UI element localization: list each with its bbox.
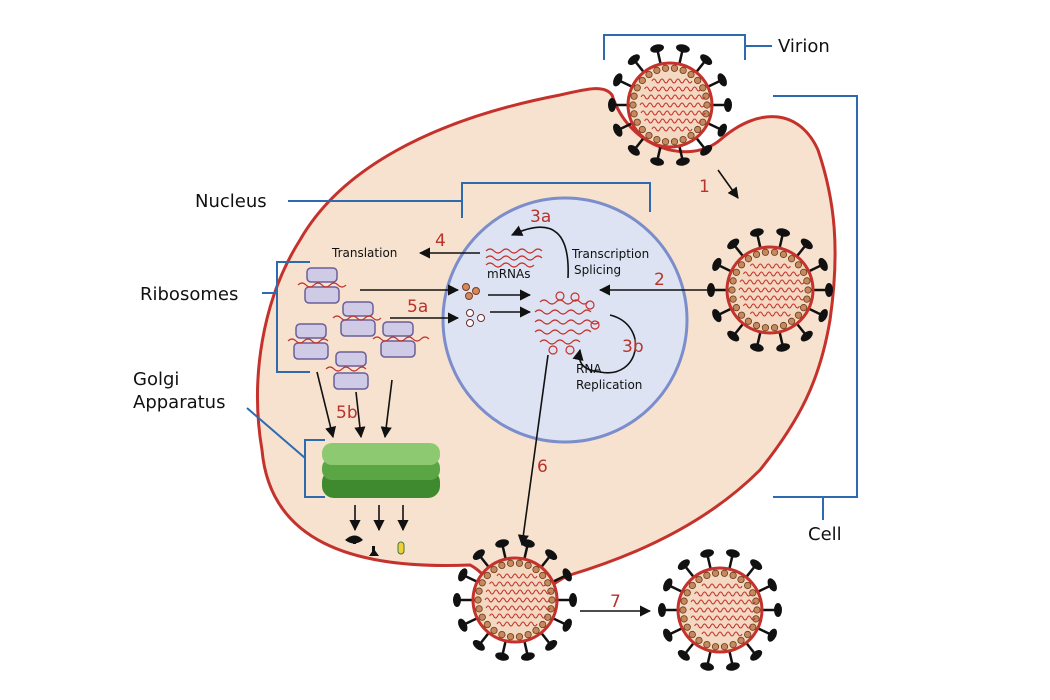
mrnas-label: mRNAs <box>487 267 530 281</box>
ribosomes-label: Ribosomes <box>140 284 238 305</box>
step-5a: 5a <box>407 297 428 317</box>
ribosomes <box>293 267 416 390</box>
pathway-arrows <box>316 169 739 617</box>
translation-label: Translation <box>331 246 397 260</box>
virions <box>453 44 833 671</box>
step-3a: 3a <box>530 207 551 227</box>
ribosomes-bracket <box>262 261 310 373</box>
virion-label: Virion <box>778 36 830 57</box>
step-1: 1 <box>699 177 710 197</box>
viral-proteins <box>462 283 485 327</box>
nucleus-label: Nucleus <box>195 191 267 212</box>
golgi-apparatus <box>322 443 440 498</box>
rna-label: RNA <box>576 362 602 376</box>
mrnas <box>485 248 543 268</box>
step-6: 6 <box>537 457 548 477</box>
nucleus-bracket <box>288 182 651 218</box>
virion-entering <box>608 44 732 166</box>
step-2: 2 <box>654 270 665 290</box>
golgi-label-line2: Apparatus <box>133 392 225 413</box>
step-4: 4 <box>435 231 446 251</box>
virion-endosome <box>707 228 833 352</box>
virion-budding <box>453 539 577 661</box>
virion-bracket <box>603 34 772 60</box>
step-3b: 3b <box>622 337 644 357</box>
cell-label: Cell <box>808 524 842 545</box>
ribosome-mrna-strands <box>287 282 430 372</box>
golgi-label-line1: Golgi <box>133 369 179 390</box>
rna-cluster <box>534 291 600 355</box>
nucleus <box>441 196 689 444</box>
golgi-bracket <box>246 407 325 498</box>
step-7: 7 <box>610 592 621 612</box>
membrane-proteins <box>345 535 405 556</box>
replication-label: Replication <box>576 378 642 392</box>
cell-bracket <box>773 95 858 520</box>
virion-released <box>658 549 782 671</box>
step-5b: 5b <box>336 403 358 423</box>
transcription-label: Transcription <box>571 247 649 261</box>
splicing-label: Splicing <box>574 263 621 277</box>
